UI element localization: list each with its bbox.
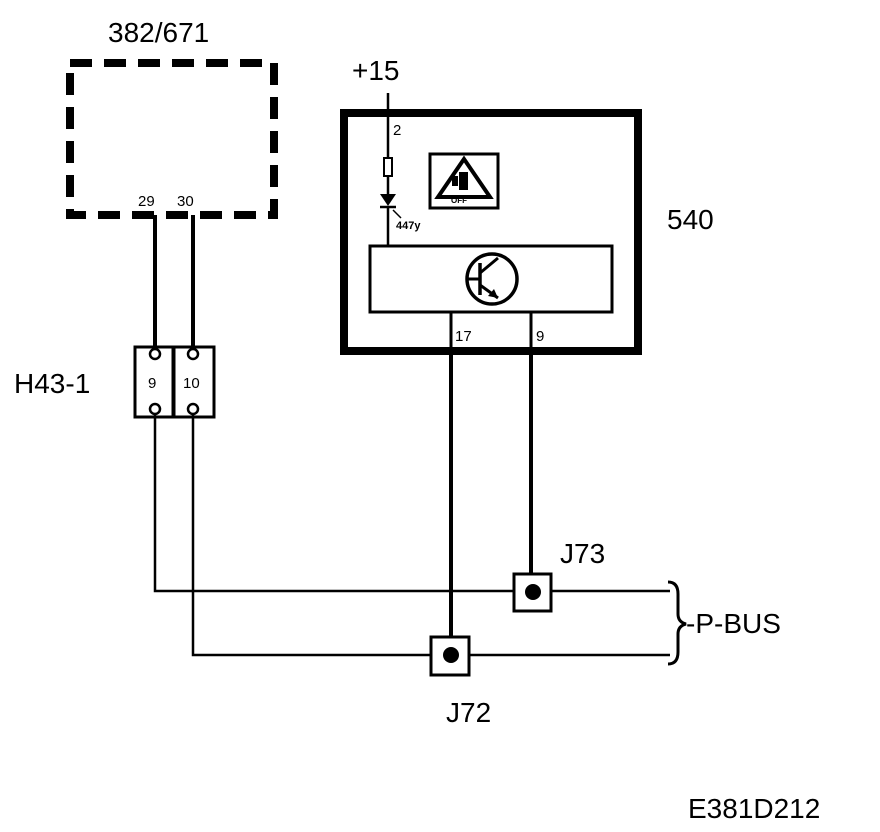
junction-j72-label: J72: [446, 697, 491, 728]
module-540: 540 2 447y OFF 17: [340, 109, 714, 355]
module-382-671-box: [66, 59, 278, 219]
transistor-block: [368, 244, 614, 314]
module-382-671: 382/671 29 30: [66, 17, 278, 219]
module-540-pin-2: 2: [393, 122, 401, 139]
led-diode-icon: [380, 194, 396, 206]
connector-h43-pin-9-top: [148, 347, 162, 361]
connector-h43-1: 9 10 H43-1: [14, 345, 216, 419]
module-382-671-label: 382/671: [108, 17, 209, 48]
junction-j72-node: [443, 647, 459, 663]
warning-off-text: OFF: [451, 196, 467, 205]
connector-h43-pin-10-bottom: [186, 402, 200, 416]
resistor-symbol: [383, 157, 393, 177]
warning-triangle-icon: OFF: [428, 152, 500, 210]
junction-j73-box: [512, 572, 553, 613]
connector-h43-pin-10-label: 10: [183, 375, 200, 392]
led-light-arrow: [392, 209, 402, 219]
diagram-id: E381D212: [688, 793, 820, 824]
module-540-box: [340, 109, 642, 355]
connector-h43-pin-9-bottom: [148, 402, 162, 416]
module-382-pin-29: 29: [138, 193, 155, 210]
bus-wire-upper: [153, 414, 670, 593]
module-540-label: 540: [667, 204, 714, 235]
junction-j73: J73: [512, 538, 605, 613]
connector-h43-1-label: H43-1: [14, 368, 90, 399]
junction-j72: J72: [429, 635, 491, 728]
transistor-icon: [465, 252, 519, 306]
module-382-pin-30: 30: [177, 193, 194, 210]
connector-h43-pin-9-label: 9: [148, 375, 156, 392]
bus-wire-lower: [191, 414, 670, 657]
connector-h43-pin-10-top: [186, 347, 200, 361]
bus-label: -P-BUS: [686, 608, 781, 639]
module-540-pin-17: 17: [455, 328, 472, 345]
bus-brace: [667, 580, 687, 666]
junction-j73-node: [525, 584, 541, 600]
led-label: 447y: [396, 220, 421, 232]
supply-plus15-label: +15: [352, 55, 400, 86]
module-540-pin-9: 9: [536, 328, 544, 345]
junction-j73-label: J73: [560, 538, 605, 569]
